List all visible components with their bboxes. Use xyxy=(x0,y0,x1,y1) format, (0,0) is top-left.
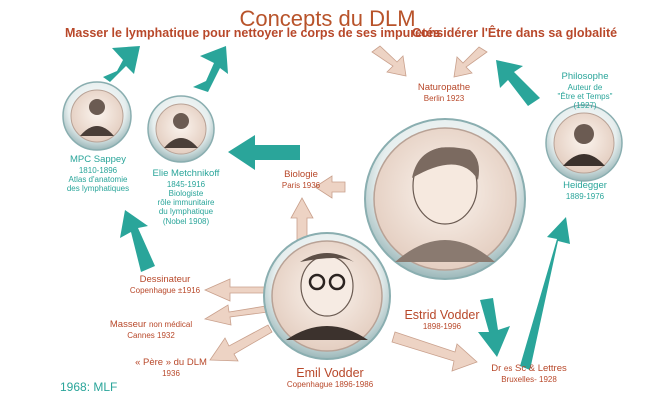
heidegger-years: 1889-1976 xyxy=(565,191,605,201)
sappey-name: MPC Sappey xyxy=(70,154,126,165)
arrow-to-metchnikoff xyxy=(228,135,300,170)
arrow-to-biologie xyxy=(314,175,346,199)
masseur-detail: Cannes 1932 xyxy=(127,330,175,340)
heidegger-line-2: "Être et Temps" xyxy=(557,92,613,102)
arrow-metchnikoff-up xyxy=(193,46,228,92)
naturopathe-label: Naturopathe xyxy=(417,82,471,93)
arrow-to-pere xyxy=(209,324,273,362)
metchnikoff-note-3: du lymphatique xyxy=(158,207,214,217)
masseur-suffix: non médical xyxy=(148,320,193,329)
arrow-to-masseur xyxy=(203,304,269,326)
masseur-line: Masseur non médical xyxy=(100,319,202,331)
portrait-estrid xyxy=(364,118,526,280)
docteur-line: Dr es Sc & Lettres xyxy=(476,363,582,375)
label-pere: « Père » du DLM 1936 xyxy=(124,357,218,378)
arrow-docteur-heidegger xyxy=(520,217,570,370)
label-masseur: Masseur non médical Cannes 1932 xyxy=(100,319,202,340)
label-naturopathe: Naturopathe Berlin 1923 xyxy=(404,82,484,103)
pere-detail: 1936 xyxy=(162,368,180,378)
docteur-rest: Sc & Lettres xyxy=(515,363,567,374)
arrow-sappey-up xyxy=(103,46,140,82)
heidegger-role: Philosophe xyxy=(561,71,609,82)
estrid-name: Estrid Vodder xyxy=(404,308,480,322)
label-sappey: MPC Sappey 1810-1896 Atlas d'anatomie de… xyxy=(50,154,146,194)
label-dessinateur: Dessinateur Copenhague ±1916 xyxy=(120,274,210,295)
docteur-label: Dr xyxy=(491,363,502,374)
dessinateur-detail: Copenhague ±1916 xyxy=(129,285,201,295)
label-emil: Emil Vodder Copenhague 1896-1986 xyxy=(285,366,375,390)
arrow-heidegger-goal xyxy=(496,60,540,106)
sappey-note-1: Atlas d'anatomie xyxy=(68,175,128,185)
teal-arrows xyxy=(103,46,570,370)
biologie-detail: Paris 1936 xyxy=(281,180,321,190)
sappey-note-2: des lymphatiques xyxy=(66,184,130,194)
arrow-emil-biologie xyxy=(290,197,314,241)
sappey-years: 1810-1896 xyxy=(78,165,118,175)
estrid-years: 1898-1996 xyxy=(422,322,462,332)
dessinateur-label: Dessinateur xyxy=(139,274,191,285)
metchnikoff-note-1: Biologiste xyxy=(168,189,204,199)
heidegger-line-3: (1927) xyxy=(573,101,597,111)
masseur-label: Masseur xyxy=(109,319,147,330)
label-estrid: Estrid Vodder 1898-1996 xyxy=(392,308,492,332)
emil-name: Emil Vodder xyxy=(296,366,364,380)
arrow-goal-naturopathe-left xyxy=(371,45,407,77)
portrait-emil xyxy=(263,232,391,360)
label-heidegger: Heidegger 1889-1976 xyxy=(540,180,630,201)
metchnikoff-note-2: rôle immunitaire xyxy=(157,198,215,208)
portrait-sappey xyxy=(62,81,132,151)
goal-right: Considérer l'Être dans sa globalité xyxy=(412,26,618,40)
pere-label: « Père » du DLM xyxy=(135,357,207,368)
label-biologie: Biologie Paris 1936 xyxy=(266,169,336,190)
goal-left: Masser le lymphatique pour nettoyer le c… xyxy=(65,26,441,40)
portrait-metchnikoff xyxy=(147,95,215,163)
arrow-emil-docteur xyxy=(391,331,478,372)
footer-mlf: 1968: MLF xyxy=(60,380,118,394)
diagram-title: Concepts du DLM xyxy=(239,6,416,31)
arrow-to-sappey xyxy=(120,210,155,272)
heidegger-name: Heidegger xyxy=(563,180,607,191)
emil-detail: Copenhague 1896-1986 xyxy=(286,380,374,390)
heidegger-line-1: Auteur de xyxy=(567,82,603,92)
arrow-estrid-docteur xyxy=(478,298,510,357)
metchnikoff-note-4: (Nobel 1908) xyxy=(162,216,210,226)
arrow-goal-naturopathe-right xyxy=(453,46,488,78)
arrow-to-dessinateur xyxy=(204,278,271,302)
label-docteur: Dr es Sc & Lettres Bruxelles- 1928 xyxy=(476,363,582,384)
docteur-sub: es xyxy=(503,364,513,373)
peach-arrows xyxy=(203,45,488,372)
label-heidegger-role: Philosophe Auteur de "Être et Temps" (19… xyxy=(520,71,650,111)
biologie-label: Biologie xyxy=(284,169,318,180)
metchnikoff-name: Elie Metchnikoff xyxy=(152,168,220,179)
docteur-detail: Bruxelles- 1928 xyxy=(501,374,557,384)
metchnikoff-years: 1845-1916 xyxy=(166,179,206,189)
naturopathe-detail: Berlin 1923 xyxy=(423,93,465,103)
label-metchnikoff: Elie Metchnikoff 1845-1916 Biologiste rô… xyxy=(138,168,234,226)
portrait-heidegger xyxy=(545,104,623,182)
